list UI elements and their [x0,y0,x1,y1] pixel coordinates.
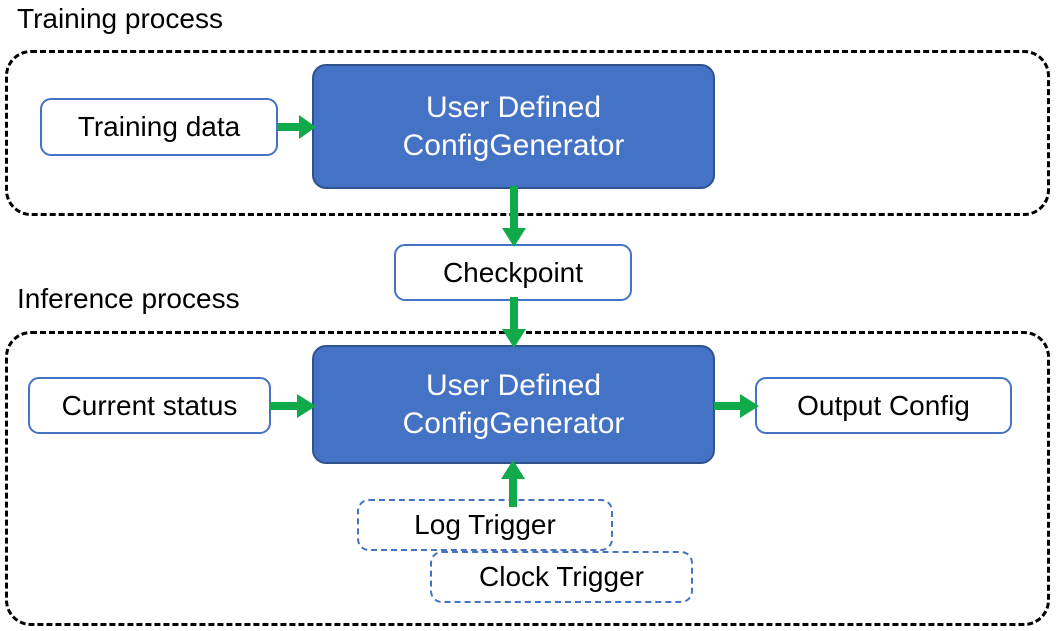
node-log-trigger-label: Log Trigger [414,509,556,540]
node-output-config-label: Output Config [797,389,970,421]
node-clock-trigger-label: Clock Trigger [479,561,644,592]
arrow-training-data-to-generator-icon [277,115,316,139]
node-current-status-label: Current status [61,389,238,421]
arrow-generator-to-output-config-icon [714,394,759,418]
node-training-data[interactable]: Training data [40,98,278,156]
node-training-generator-line2: ConfigGenerator [402,128,625,162]
arrow-generator-to-checkpoint-icon [502,186,526,247]
node-inference-generator-line2: ConfigGenerator [402,406,625,440]
node-training-generator-line1: User Defined [425,90,602,124]
arrow-triggers-to-generator-icon [501,460,525,507]
node-clock-trigger[interactable]: Clock Trigger [430,551,693,603]
node-inference-user-defined-configgenerator[interactable]: User Defined ConfigGenerator [312,345,715,464]
inference-process-title: Inference process [17,283,240,314]
arrow-current-status-to-generator-icon [269,394,316,418]
node-checkpoint-label: Checkpoint [442,256,584,288]
node-training-data-label: Training data [77,111,241,142]
node-current-status[interactable]: Current status [28,377,271,434]
training-process-title: Training process [17,3,223,34]
node-output-config[interactable]: Output Config [755,377,1012,434]
node-inference-generator-line1: User Defined [425,368,602,402]
node-training-user-defined-configgenerator[interactable]: User Defined ConfigGenerator [312,64,715,189]
training-process-group [5,50,1050,216]
arrow-checkpoint-to-generator-icon [502,297,526,348]
node-checkpoint[interactable]: Checkpoint [394,244,632,301]
inference-process-group [5,331,1050,626]
node-log-trigger[interactable]: Log Trigger [357,499,613,551]
